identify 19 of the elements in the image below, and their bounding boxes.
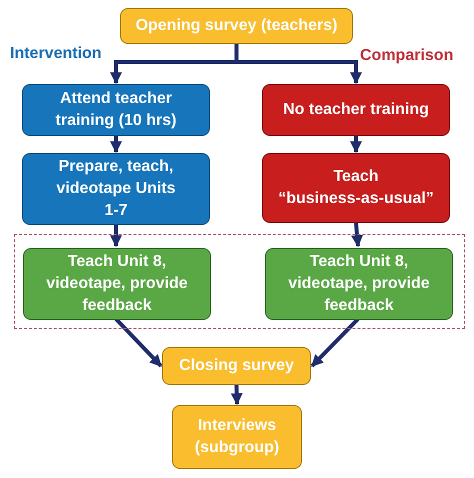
comparison-box: No teacher training: [262, 84, 450, 136]
arrow: [114, 318, 162, 368]
intervention-box: Attend teacher training (10 hrs): [22, 84, 210, 136]
survey-box: Closing survey: [162, 347, 311, 385]
arrow: [350, 136, 362, 154]
comparison-box: Teach “business-as-usual”: [262, 153, 450, 223]
arrow: [230, 384, 243, 406]
unit-box: Teach Unit 8, videotape, provide feedback: [265, 248, 453, 320]
dashed-group-frame: [14, 234, 465, 329]
survey-box: Opening survey (teachers): [120, 8, 353, 44]
survey-box: Interviews (subgroup): [172, 405, 302, 469]
branch-heading: Comparison: [360, 46, 454, 66]
arrow: [310, 318, 360, 368]
arrow: [110, 136, 122, 154]
intervention-box: Prepare, teach, videotape Units 1-7: [22, 153, 210, 225]
branch-heading: Intervention: [10, 44, 102, 64]
arrow: [110, 225, 122, 248]
unit-box: Teach Unit 8, videotape, provide feedback: [23, 248, 211, 320]
arrow: [351, 222, 364, 248]
